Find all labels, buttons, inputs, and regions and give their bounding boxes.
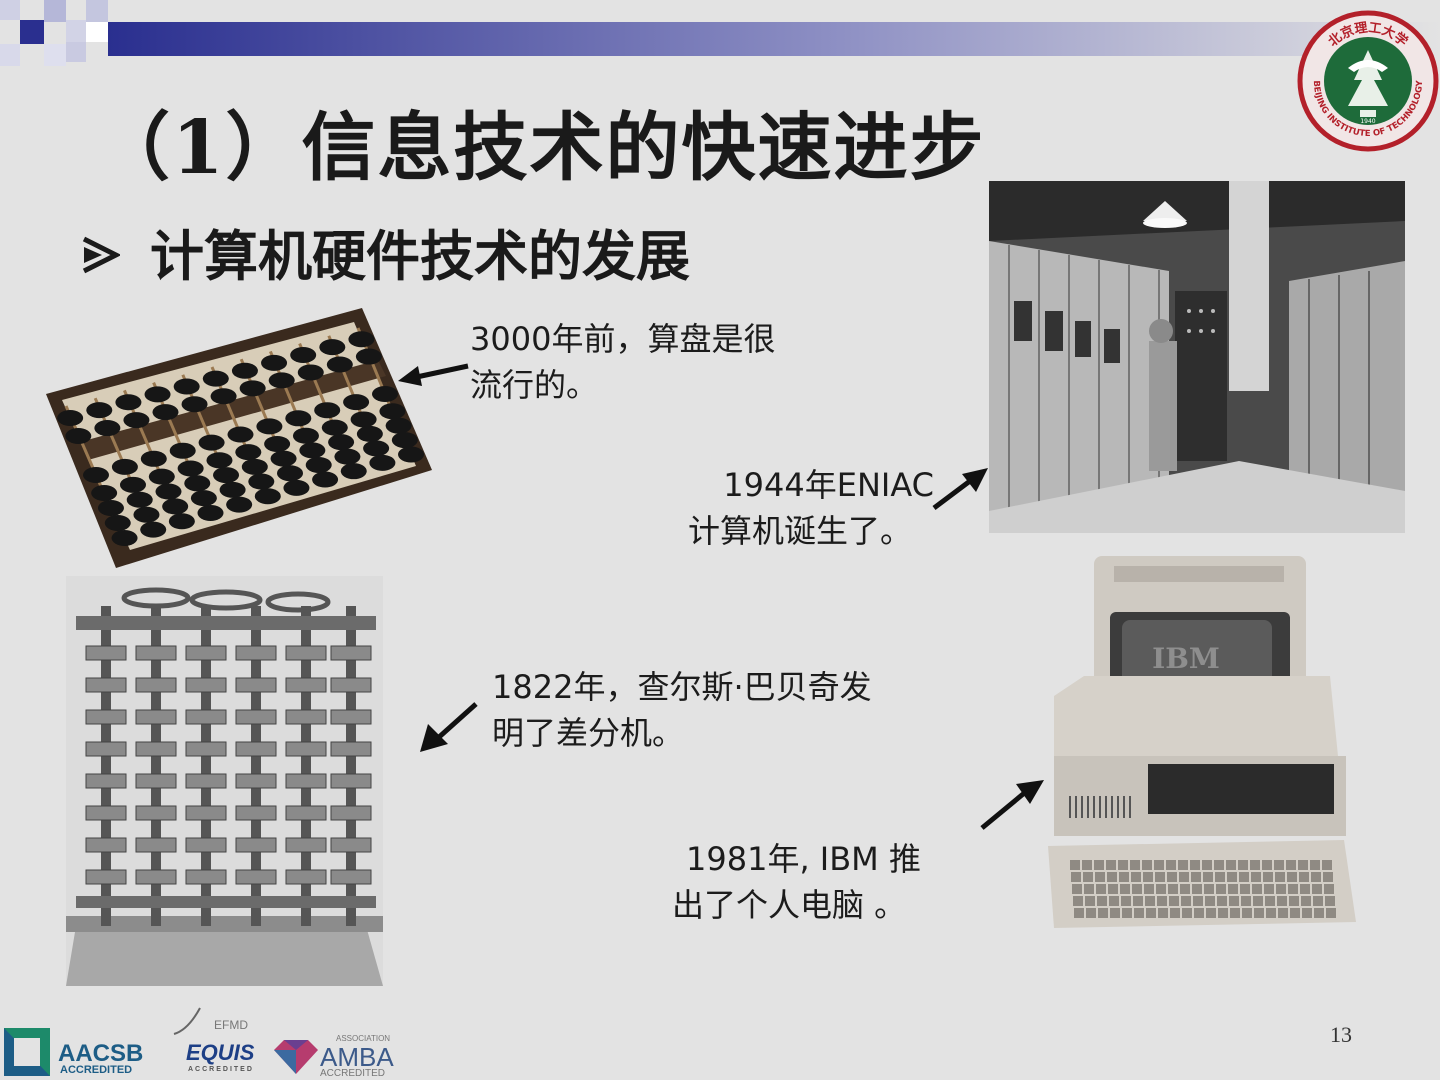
amba-sub: ACCREDITED [320, 1068, 386, 1079]
amba-top: ASSOCIATION [336, 1034, 391, 1043]
abacus-caption-line2: 流行的。 [470, 366, 599, 404]
seal-year: 1940 [1360, 118, 1375, 125]
ibm-pc-image: IBM [1044, 556, 1364, 932]
abacus-caption: 3000年前，算盘是很 流行的。 [470, 316, 775, 408]
eniac-photo [989, 181, 1405, 533]
equis-logo: EFMD EQUIS ACCREDITED [170, 1006, 260, 1078]
aacsb-logo: AACSB ACCREDITED [4, 1026, 154, 1078]
abacus-arrow-icon [396, 354, 472, 394]
eniac-caption-line2: 计算机诞生了。 [688, 512, 913, 550]
eniac-caption: 1944年ENIAC 计算机诞生了。 [688, 462, 934, 554]
ibm-caption-line1: 1981年, IBM 推 [686, 840, 921, 878]
monitor-brand-label: IBM [1152, 642, 1220, 675]
engine-caption-line1: 1822年，查尔斯·巴贝奇发 [492, 668, 872, 706]
university-seal-logo: 1940 北京理工大学 BEIJING INSTITUTE OF TECHNOL… [1296, 10, 1440, 152]
slide-title: （1）信息技术的快速进步 [96, 105, 986, 191]
ibm-caption-line2: 出了个人电脑 。 [672, 886, 907, 924]
ibm-arrow-icon [978, 776, 1048, 836]
eniac-arrow-icon [930, 466, 990, 516]
header-gradient-bar [0, 0, 1440, 90]
amba-name: AMBA [320, 1042, 394, 1072]
abacus-caption-line1: 3000年前，算盘是很 [470, 320, 776, 358]
eniac-caption-line1: 1944年ENIAC [723, 466, 934, 504]
engine-caption-line2: 明了差分机。 [492, 714, 685, 752]
aacsb-sub: ACCREDITED [60, 1064, 133, 1076]
difference-engine-photo [66, 576, 383, 986]
engine-caption: 1822年，查尔斯·巴贝奇发 明了差分机。 [492, 664, 872, 756]
arrow-bullet-icon [80, 224, 128, 288]
aacsb-name: AACSB [58, 1040, 144, 1067]
equis-sub: ACCREDITED [188, 1066, 254, 1073]
ibm-caption: 1981年, IBM 推 出了个人电脑 。 [672, 836, 921, 928]
amba-logo: ASSOCIATION AMBA ACCREDITED [274, 1034, 394, 1080]
abacus-image [40, 300, 432, 572]
page-number: 13 [1330, 1022, 1352, 1047]
equis-top: EFMD [214, 1018, 248, 1032]
bullet-heading: 计算机硬件技术的发展 [80, 212, 690, 291]
engine-arrow-icon [416, 700, 480, 758]
equis-name: EQUIS [186, 1040, 255, 1065]
bullet-text: 计算机硬件技术的发展 [150, 224, 690, 288]
